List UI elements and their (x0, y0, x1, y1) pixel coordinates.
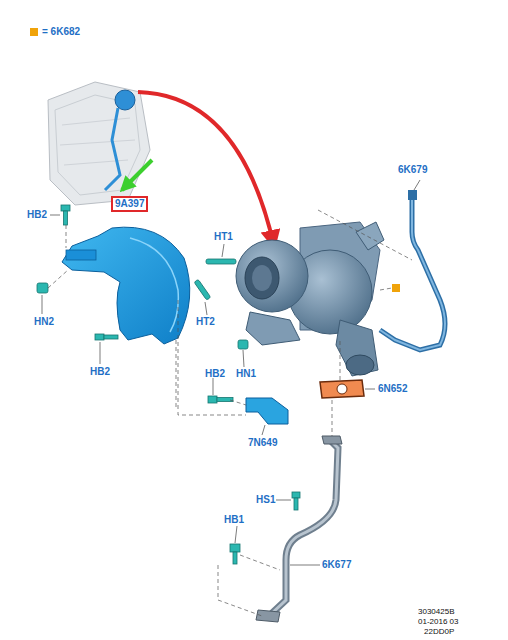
part-number: 7N649 (248, 437, 277, 449)
part-number: HB2 (27, 209, 47, 221)
assembly-lines (48, 210, 412, 616)
legend-text: = 6K682 (42, 26, 80, 38)
pointer-arrow (122, 160, 152, 190)
oil-feed-pipe (380, 195, 445, 350)
part-number: HS1 (256, 494, 275, 506)
part-number: 6K679 (398, 164, 427, 176)
part-number: HT1 (214, 231, 233, 243)
gasket (320, 380, 364, 398)
engine-thumbnail (48, 82, 150, 205)
leader-lines (42, 180, 420, 565)
legend-row: = 6K682 (30, 26, 80, 38)
heat-shield (62, 227, 190, 344)
legend-marker (392, 284, 400, 292)
part-number: HB2 (205, 368, 225, 380)
legend-swatch (30, 28, 38, 36)
part-number: HN2 (34, 316, 54, 328)
turbocharger (236, 222, 384, 376)
highlighted-part-number: 9A397 (111, 196, 148, 212)
part-number: HT2 (196, 316, 215, 328)
bracket (246, 398, 288, 424)
drawing-reference: 22DD0P (424, 627, 454, 637)
part-number: HN1 (236, 368, 256, 380)
part-number: 6N652 (378, 383, 407, 395)
part-number: 9A397 (115, 198, 144, 210)
part-number: HB2 (90, 366, 110, 378)
drawing-reference: 3030425B (418, 607, 454, 617)
pointer-arrow (138, 92, 274, 246)
fasteners (37, 205, 300, 564)
drawing-reference: 01-2016 03 (418, 617, 458, 627)
legend: = 6K682 (30, 26, 80, 38)
part-number: 6K677 (322, 559, 351, 571)
oil-return-pipe (270, 440, 338, 615)
part-number: HB1 (224, 514, 244, 526)
